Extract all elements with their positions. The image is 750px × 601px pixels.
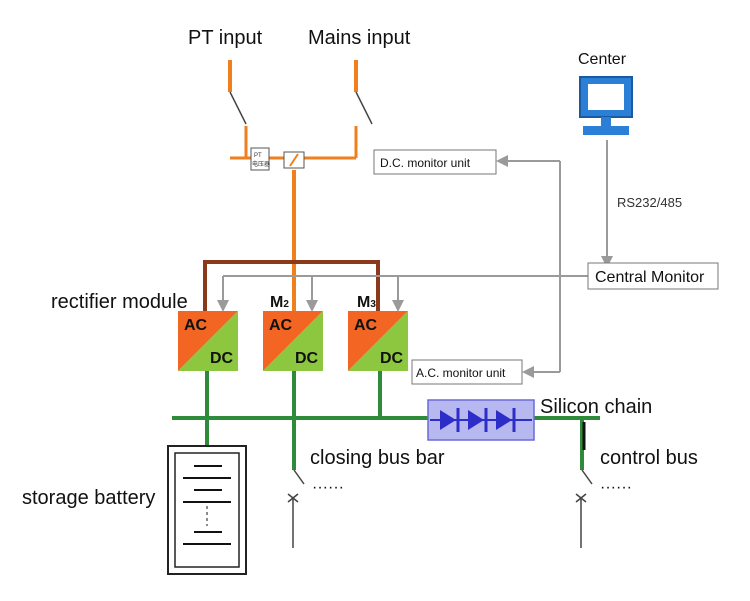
computer-icon (579, 76, 633, 135)
module-1-ac: AC (184, 317, 208, 334)
module-3-ac: AC (354, 317, 378, 334)
module-3-tag: M3 (357, 294, 376, 311)
mains-input-switch (300, 60, 373, 160)
closing-bus-switch (287, 469, 305, 548)
dc-bus (172, 371, 600, 470)
center-label: Center (578, 51, 627, 68)
module-1-dc: DC (210, 350, 234, 367)
transfer-switch-box (283, 151, 305, 169)
control-bus-dots: ······ (600, 479, 632, 496)
ac-monitor-unit: A.C. monitor unit (411, 359, 523, 385)
control-bus-label: control bus (600, 447, 698, 469)
rectifier-module-3: AC DC (348, 311, 408, 371)
battery-icon (167, 445, 247, 575)
monitor-signal-lines (217, 140, 613, 378)
pt-input-label: PT input (188, 27, 263, 49)
module-2-tag: M2 (270, 294, 289, 311)
closing-bus-dots: ······ (312, 479, 344, 496)
control-bus-switch (575, 469, 593, 548)
ac-monitor-label: A.C. monitor unit (416, 366, 506, 380)
silicon-chain-label: Silicon chain (540, 396, 652, 418)
storage-battery-label: storage battery (22, 487, 155, 509)
module-3-dc: DC (380, 350, 404, 367)
pt-box-sublabel: 电压器 (252, 160, 270, 168)
rectifier-module-2: AC DC (263, 311, 323, 371)
central-monitor-box: Central Monitor (587, 262, 719, 290)
rs232-label: RS232/485 (617, 195, 682, 210)
pt-box-label: PT (254, 153, 262, 159)
dc-monitor-label: D.C. monitor unit (380, 156, 471, 170)
module-2-ac: AC (269, 317, 293, 334)
module-2-dc: DC (295, 350, 319, 367)
pt-transformer-box: PT 电压器 (250, 147, 270, 171)
closing-bus-label: closing bus bar (310, 447, 445, 469)
silicon-chain-diodes (427, 399, 535, 441)
mains-input-label: Mains input (308, 27, 411, 49)
ac-loop-line (203, 260, 380, 312)
rectifier-module-1: AC DC (178, 311, 238, 371)
rectifier-module-label: rectifier module (51, 291, 188, 313)
pt-input-switch (228, 60, 292, 160)
dc-monitor-unit: D.C. monitor unit (373, 149, 497, 175)
central-monitor-label: Central Monitor (595, 269, 705, 286)
